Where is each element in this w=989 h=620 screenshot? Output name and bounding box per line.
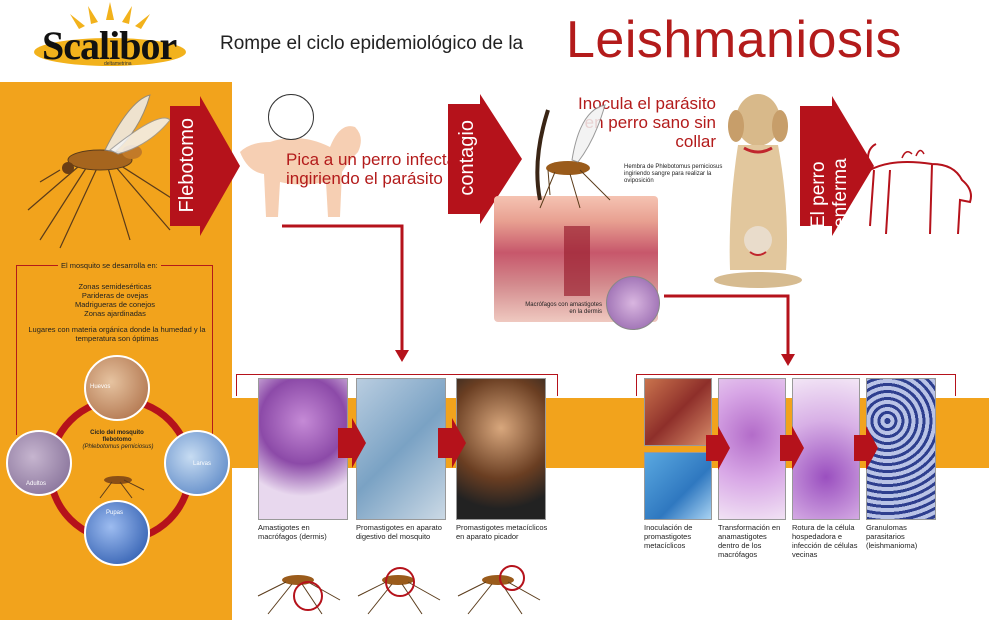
- caption-promastigotes-digestive: Promastigotes en aparato digestivo del m…: [356, 523, 442, 541]
- photo-promastigotes-digestive: [356, 378, 446, 520]
- step1-connector: [282, 224, 409, 362]
- contagio-arrow: [448, 94, 522, 224]
- step-arrow: [338, 418, 366, 468]
- photo-inoculation-skin: [644, 378, 712, 446]
- place-item: Madrigueras de conejos: [74, 300, 156, 309]
- step-arrow: [706, 426, 730, 470]
- sandfly-icon: [27, 94, 191, 249]
- caption-rupture: Rotura de la célula hospedadora e infecc…: [792, 523, 858, 559]
- stage-pupae: [84, 500, 150, 566]
- brand-subtitle: deltametrina: [104, 61, 132, 67]
- caption-inoculation: Inoculación de promastigotes metacíclico…: [644, 523, 693, 550]
- enferma-label: El perro enferma: [808, 158, 851, 228]
- divider: [212, 265, 213, 435]
- place-item: Zonas semidesérticas: [78, 282, 152, 291]
- blood-vessel: [564, 226, 590, 296]
- divider: [236, 374, 237, 396]
- stage-label-larvae: Larvas: [193, 461, 212, 467]
- stage-adults: [6, 430, 72, 496]
- conditions-text: Lugares con materia orgánica donde la hu…: [28, 325, 206, 343]
- stage-label-eggs: Huevos: [90, 384, 111, 390]
- page-title: Leishmaniosis: [566, 11, 902, 69]
- photo-granulomas: [866, 378, 936, 520]
- caption-amastigotes: Amastigotes en macrófagos (dermis): [258, 523, 327, 541]
- mosquito-stage-icon: [357, 567, 441, 615]
- flebotomo-arrow: [170, 96, 240, 236]
- stage-label-adults: Adultos: [26, 481, 47, 487]
- macro-caption: Macrófagos con amastigotes en la dermis: [525, 302, 602, 315]
- step2-text: Inocula el parásito en perro sano sin co…: [578, 94, 716, 151]
- divider: [636, 374, 637, 396]
- place-item: Parideras de ovejas: [81, 291, 149, 300]
- mosquito-stage-icon: [457, 565, 541, 615]
- step1-text: Pica a un perro infectado ingiriendo el …: [286, 150, 476, 188]
- places-list: Zonas semidesérticas Parideras de ovejas…: [20, 282, 210, 318]
- step2-connector: [664, 294, 795, 366]
- caption-transformation: Transformación en anamastigotes dentro d…: [718, 523, 781, 559]
- divider: [236, 374, 558, 375]
- healthy-dog-icon: [714, 94, 802, 288]
- infected-dog-icon: [240, 126, 361, 217]
- divider: [16, 265, 17, 435]
- sun-icon: [34, 2, 186, 66]
- divider: [636, 374, 956, 375]
- mosquito-icon: [99, 476, 145, 499]
- headline: Rompe el ciclo epidemiológico de la: [220, 33, 524, 54]
- divider: [557, 374, 558, 396]
- cycle-title: Ciclo del mosquito flebotomo: [90, 430, 144, 443]
- enferma-arrow: [800, 96, 874, 236]
- stage-label-pupae: Pupas: [106, 510, 124, 516]
- stage-larvae: [164, 430, 230, 496]
- cycle-species: (Phlebotomus perniciosus): [82, 444, 154, 450]
- stage-eggs: [84, 355, 150, 421]
- step-arrow: [438, 418, 466, 468]
- step-arrow: [780, 426, 804, 470]
- brand-name: Scalibor: [42, 23, 177, 68]
- sick-dog-icon: [867, 143, 972, 235]
- macrophage-inset: [606, 276, 660, 330]
- flebotomo-label: Flebotomo: [176, 118, 198, 213]
- contagio-label: contagio: [456, 120, 478, 196]
- photo-inoculation-micro: [644, 452, 712, 520]
- mosquito-inset: [268, 94, 314, 140]
- mosquito-stage-icon: [257, 575, 341, 615]
- step-arrow: [854, 426, 878, 470]
- brand-logo: [30, 2, 190, 68]
- place-item: Zonas ajardinadas: [84, 309, 146, 318]
- step2-note: Hembra de Phlebotomus perniciosus ingiri…: [624, 164, 723, 184]
- develops-title: El mosquito se desarrolla en:: [58, 261, 161, 270]
- photo-amastigotes: [258, 378, 348, 520]
- divider: [955, 374, 956, 396]
- caption-granulomas: Granulomas parasitarios (leishmanioma): [866, 523, 918, 550]
- caption-promastigotes-metacyclic: Promastigotes metacíclicos en aparato pi…: [456, 523, 548, 541]
- sandfly-biting-icon: [535, 104, 611, 209]
- photo-promastigotes-metacyclic: [456, 378, 546, 520]
